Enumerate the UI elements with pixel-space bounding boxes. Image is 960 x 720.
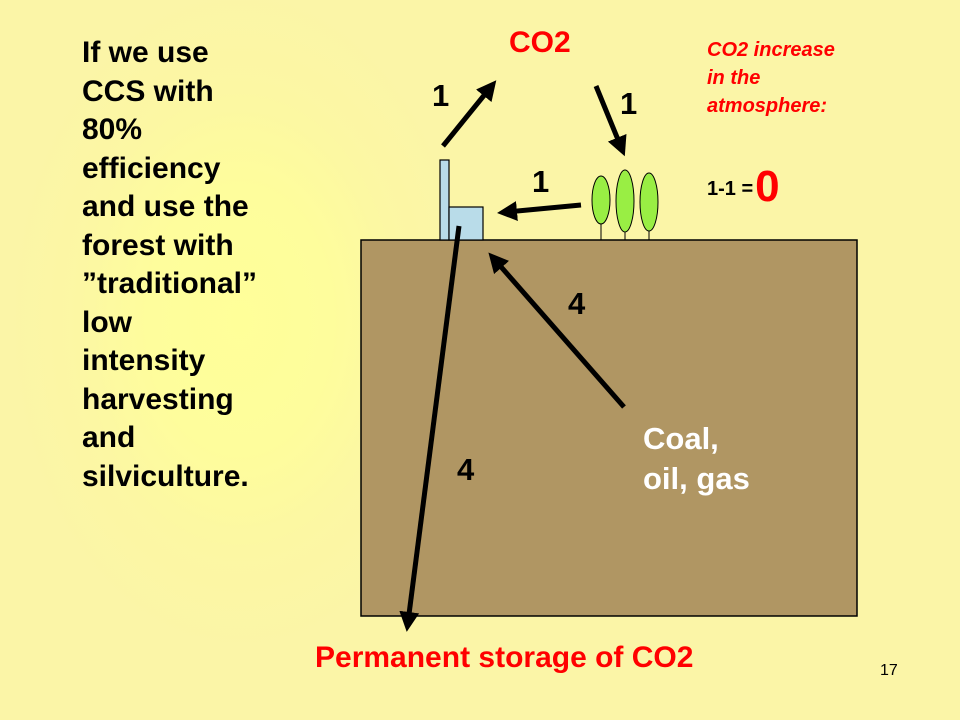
explanation-line: CCS with (82, 74, 214, 108)
flow-value-storage: 4 (457, 452, 475, 487)
tree (615, 169, 635, 233)
explanation-line: If we use (82, 36, 209, 69)
explanation-line: forest with (82, 228, 234, 262)
fossil-label-line: Coal, (643, 421, 719, 456)
explanation-line: and use the (82, 190, 249, 223)
forest-trees (591, 169, 659, 240)
atmosphere-note-line: in the (707, 67, 761, 89)
explanation-line: low (82, 305, 132, 339)
equation-result: 0 (755, 162, 780, 211)
explanation-line: harvesting (82, 382, 234, 416)
balance-equation: 1-1 =0 (707, 162, 780, 212)
explanation-line: silviculture. (82, 459, 249, 493)
arrow-uptake-by-forest (593, 85, 627, 157)
page-number: 17 (880, 662, 898, 679)
fossil-label-line: oil, gas (643, 461, 750, 496)
explanation-line: ”traditional” (82, 267, 258, 300)
explanation-line: efficiency (82, 151, 221, 185)
ground-block (360, 239, 858, 617)
arrow-emission-to-air (441, 80, 497, 148)
atmosphere-note-line: CO2 increase (707, 39, 835, 61)
fossil-fuels-label: Coal, oil, gas (643, 419, 750, 499)
flow-value-forest-to-plant: 1 (532, 164, 550, 199)
arrow-fossil-to-plant (488, 252, 626, 409)
arrow-forest-to-plant (497, 201, 582, 222)
equation-expression: 1-1 = (707, 178, 754, 200)
atmosphere-note: CO2 increase in the atmosphere: (707, 36, 835, 120)
plant-chimney (439, 159, 450, 241)
explanation-line: intensity (82, 344, 206, 377)
explanation-text: If we use CCS with 80% efficiency and us… (82, 34, 352, 496)
tree (639, 172, 659, 232)
explanation-line: and (82, 421, 136, 454)
storage-label: Permanent storage of CO2 (315, 641, 694, 674)
plant-building (448, 206, 484, 241)
flow-value-fossil: 4 (568, 286, 586, 321)
flow-value-uptake: 1 (620, 86, 638, 121)
atmosphere-note-line: atmosphere: (707, 95, 828, 117)
co2-label: CO2 (509, 26, 571, 59)
flow-value-emission: 1 (432, 78, 450, 113)
arrow-to-storage (399, 225, 462, 632)
tree (591, 175, 611, 225)
explanation-line: 80% (82, 113, 143, 146)
